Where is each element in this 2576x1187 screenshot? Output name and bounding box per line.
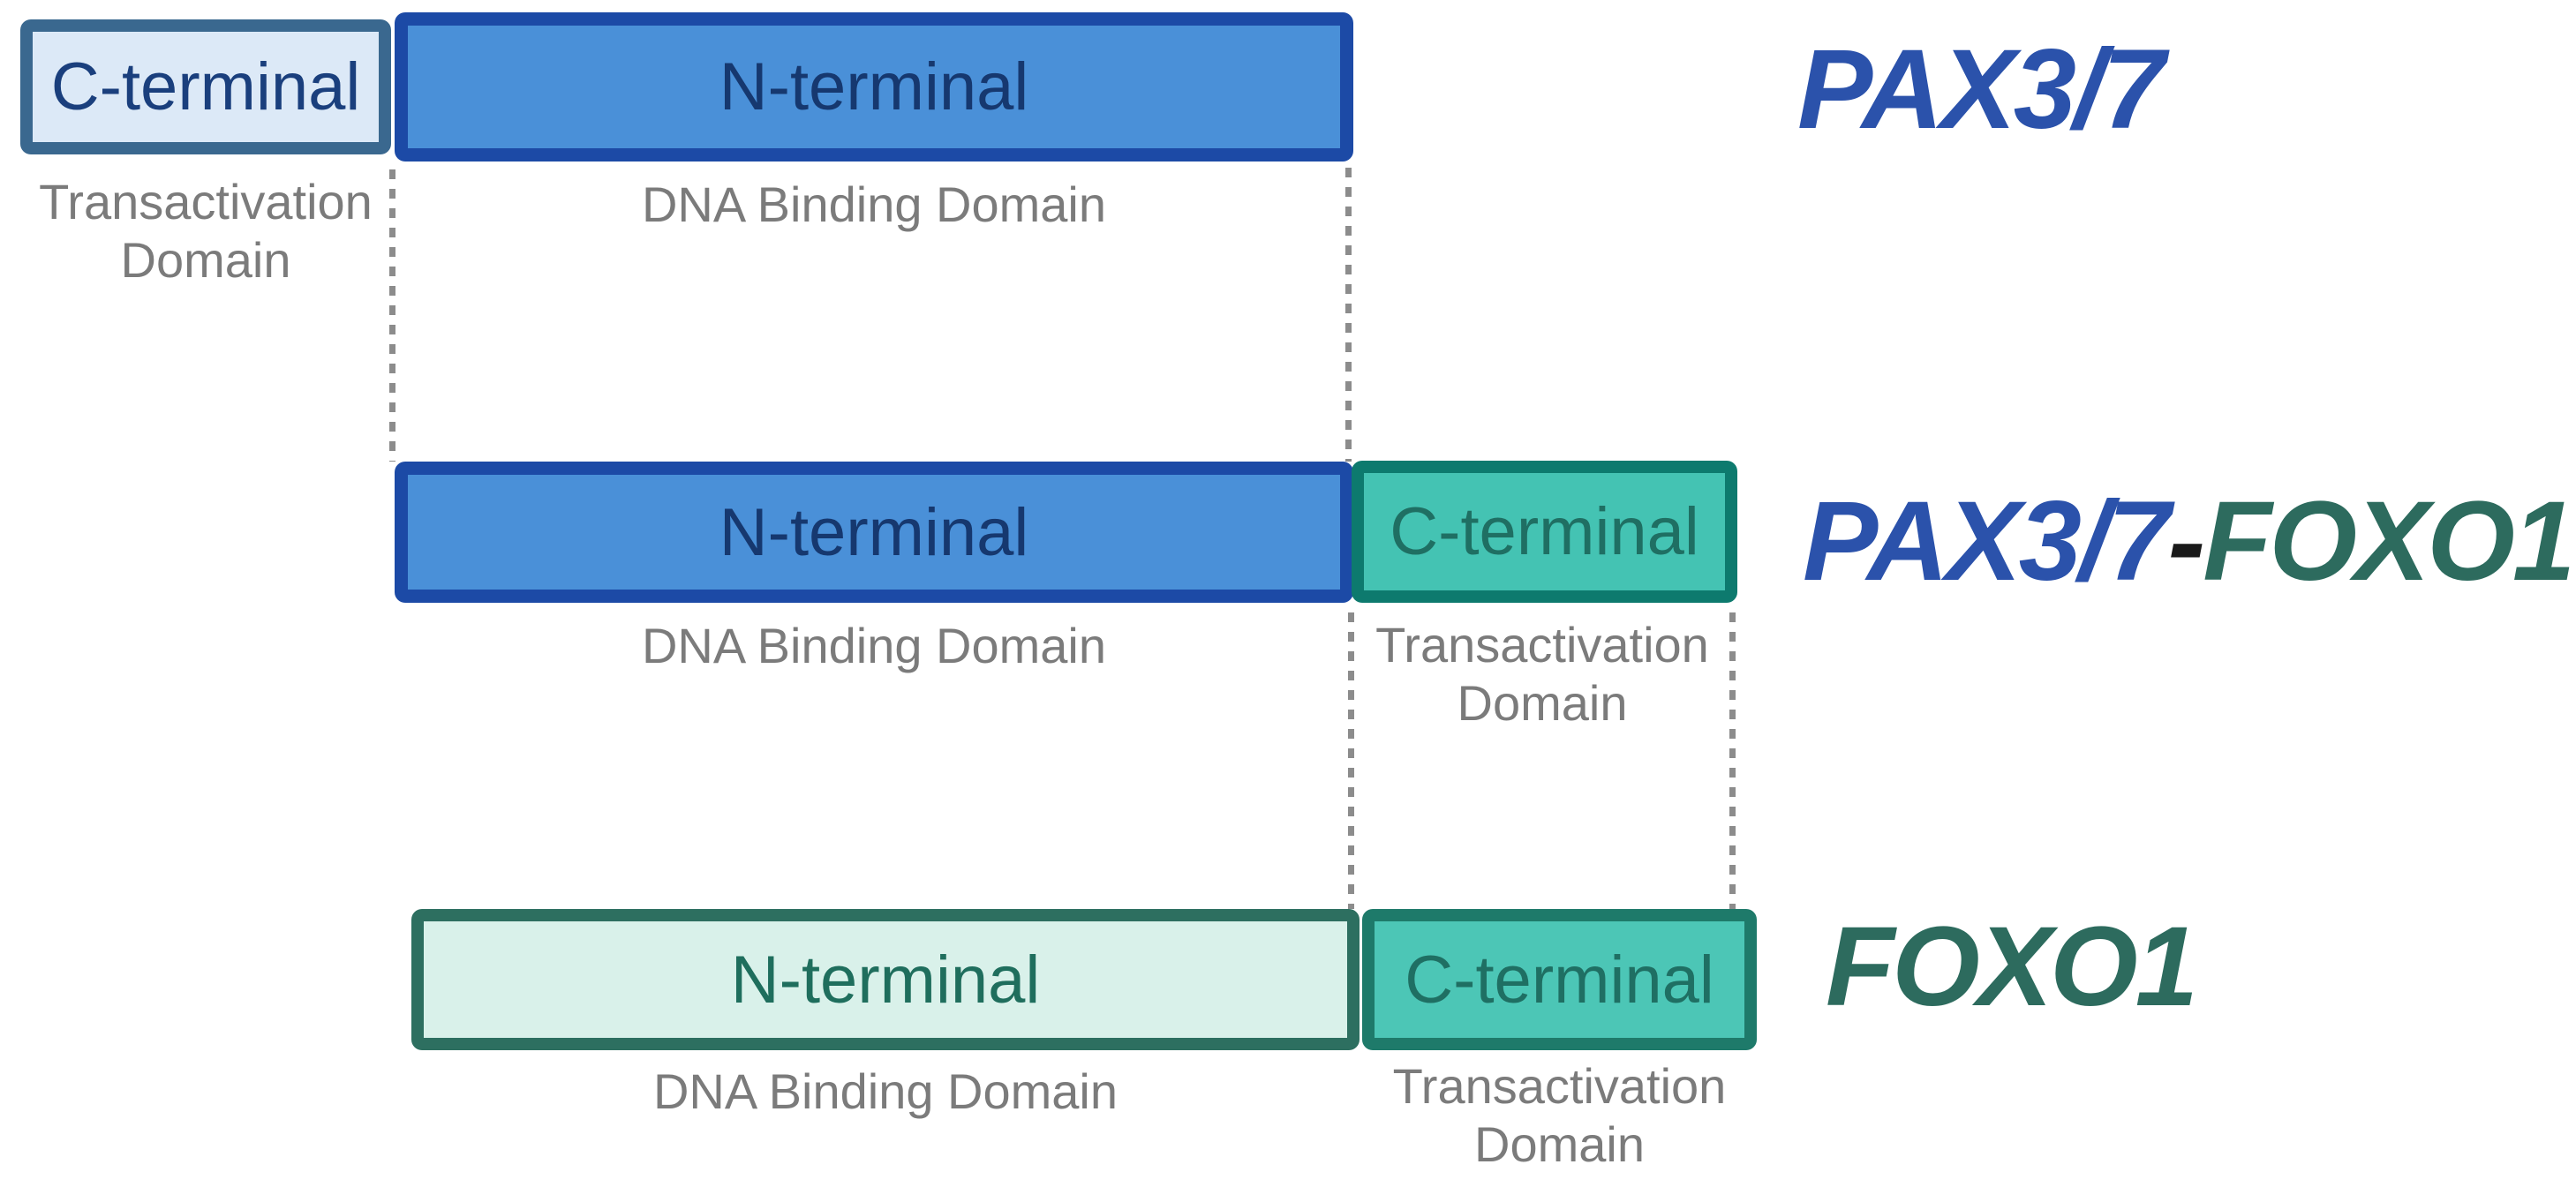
fusion-cterminal-label: C-terminal [1390,494,1699,569]
fusion-transactivation-domain-label: Transactivation Domain [1355,616,1729,732]
foxo1-cterminal-label: C-terminal [1405,942,1714,1018]
breakpoint-dotted-line-top-left [389,169,395,462]
breakpoint-dotted-line-bottom-left [1348,612,1354,909]
foxo1-cterminal-box: C-terminal [1362,909,1757,1050]
fusion-title-pax-part: PAX3/7 [1803,478,2171,605]
pax37-title: PAX3/7 [1797,26,2165,153]
fusion-dna-binding-domain-label: DNA Binding Domain [641,618,1107,673]
pax37-transactivation-domain-label: Transactivation Domain [0,173,411,289]
foxo1-transactivation-line2: Domain [1474,1116,1645,1173]
foxo1-transactivation-line1: Transactivation [1392,1058,1727,1114]
pax37-transactivation-line2: Domain [120,232,291,289]
fusion-title-separator: - [2167,478,2206,605]
pax37-transactivation-line1: Transactivation [39,174,373,229]
foxo1-dna-binding-domain-label: DNA Binding Domain [652,1063,1119,1119]
fusion-transactivation-line1: Transactivation [1375,617,1709,672]
breakpoint-dotted-line-bottom-right [1729,612,1736,909]
foxo1-nterminal-box: N-terminal [411,909,1360,1050]
fusion-nterminal-box: N-terminal [395,462,1353,603]
fusion-nterminal-label: N-terminal [719,494,1029,570]
fusion-title-foxo-part: FOXO1 [2203,478,2575,605]
breakpoint-dotted-line-top-right [1345,168,1352,462]
pax37-cterminal-label: C-terminal [50,49,361,124]
pax37-cterminal-box: C-terminal [20,19,391,154]
foxo1-title: FOXO1 [1826,904,2198,1030]
pax37-nterminal-label: N-terminal [719,49,1029,124]
fusion-cterminal-box: C-terminal [1352,461,1737,603]
pax37-dna-binding-domain-label: DNA Binding Domain [641,177,1107,232]
fusion-title: PAX3/7-FOXO1 [1803,485,2575,598]
foxo1-transactivation-domain-label: Transactivation Domain [1362,1057,1757,1174]
foxo1-nterminal-label: N-terminal [730,942,1041,1018]
pax37-nterminal-box: N-terminal [395,12,1353,162]
fusion-transactivation-line2: Domain [1457,675,1628,732]
